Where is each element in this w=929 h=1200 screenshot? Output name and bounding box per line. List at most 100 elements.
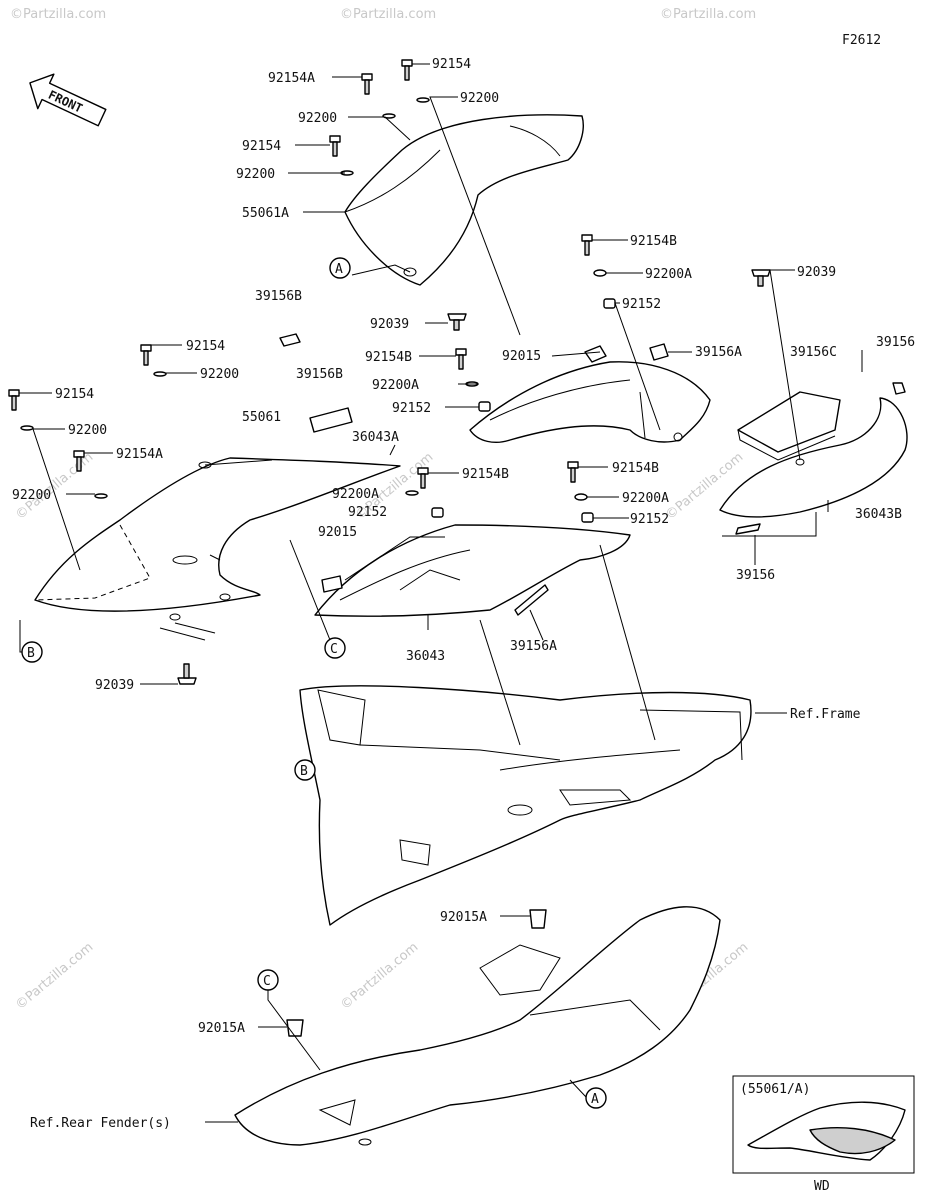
- part-label: 39156A: [510, 639, 557, 654]
- part-label: 92039: [797, 265, 836, 280]
- part-label: 92200: [298, 111, 337, 126]
- nut-icon: [603, 298, 616, 309]
- part-label: 36043B: [855, 507, 902, 522]
- watermark: ©Partzilla.com: [338, 940, 421, 1013]
- grommet-icon: [649, 343, 669, 361]
- frame: [299, 685, 752, 926]
- circle-ref-a: A: [329, 257, 351, 279]
- part-label: 92152: [630, 512, 669, 527]
- watermark: ©Partzilla.com: [13, 940, 96, 1013]
- grommet-icon: [584, 345, 607, 363]
- side-cover-55061: [34, 457, 401, 621]
- part-label: 39156B: [255, 289, 302, 304]
- part-label: 92200: [200, 367, 239, 382]
- ref-letter: B: [300, 764, 308, 779]
- part-label: 92154: [55, 387, 94, 402]
- part-label: Ref.Rear Fender(s): [30, 1116, 171, 1131]
- part-label: 39156: [736, 568, 775, 583]
- part-label: 92039: [95, 678, 134, 693]
- part-label: 39156B: [296, 367, 343, 382]
- part-label: 36043: [406, 649, 445, 664]
- part-label: 92154A: [116, 447, 163, 462]
- rivet-icon: [447, 313, 467, 331]
- part-label: 92015A: [198, 1021, 245, 1036]
- bracket-36043a: [469, 361, 711, 443]
- watermark: ©Partzilla.com: [10, 7, 106, 22]
- part-label: 92154: [186, 339, 225, 354]
- front-arrow-icon: FRONT: [29, 73, 107, 127]
- bolt-icon: [329, 135, 341, 157]
- part-label: 92200: [460, 91, 499, 106]
- part-label: 92200: [12, 488, 51, 503]
- pad-39156a: [514, 584, 549, 616]
- pad-39156b-upper: [279, 333, 301, 347]
- part-label: 92200: [236, 167, 275, 182]
- part-label: 92200A: [645, 267, 692, 282]
- part-label: 92200: [68, 423, 107, 438]
- bolt-icon: [140, 344, 152, 366]
- rear-fender: [234, 906, 721, 1146]
- ref-letter: A: [591, 1092, 599, 1107]
- part-label: 92152: [392, 401, 431, 416]
- ref-letter: A: [335, 262, 343, 277]
- bolt-icon: [401, 59, 413, 81]
- part-label: 92154: [242, 139, 281, 154]
- grommet-icon: [529, 909, 547, 929]
- part-label: 92015: [502, 349, 541, 364]
- washer-icon: [593, 269, 607, 277]
- part-label: 92154B: [630, 234, 677, 249]
- ref-letter: C: [263, 974, 271, 989]
- inset-panel: (55061/A) WD: [732, 1075, 915, 1194]
- inset-title: (55061/A): [740, 1082, 810, 1097]
- part-label: 92154B: [462, 467, 509, 482]
- nut-icon: [478, 401, 491, 412]
- inset-caption: WD: [814, 1179, 830, 1194]
- washer-icon: [94, 493, 108, 499]
- rivet-icon: [177, 663, 197, 685]
- figure-code: F2612: [842, 33, 881, 48]
- circle-ref-b: B: [21, 641, 43, 663]
- part-label: 36043A: [352, 430, 399, 445]
- clip-icon: [892, 382, 906, 395]
- watermark: ©Partzilla.com: [340, 7, 436, 22]
- part-label: 92200A: [332, 487, 379, 502]
- bracket-36043: [314, 524, 631, 617]
- rivet-icon: [751, 269, 771, 287]
- pad-39156c: [737, 391, 841, 461]
- bracket-36043b: [719, 397, 908, 518]
- part-label: 55061: [242, 410, 281, 425]
- part-label: 39156A: [695, 345, 742, 360]
- ref-letter: C: [330, 642, 338, 657]
- part-label: 92154A: [268, 71, 315, 86]
- part-label: 55061A: [242, 206, 289, 221]
- part-label: 92200A: [622, 491, 669, 506]
- part-label: 39156C: [790, 345, 837, 360]
- part-label: Ref.Frame: [790, 707, 861, 722]
- watermark: ©Partzilla.com: [13, 450, 96, 523]
- pad-39156b-lower: [309, 407, 353, 433]
- part-label: 92039: [370, 317, 409, 332]
- nut-icon: [581, 512, 594, 523]
- seat-cover-55061a: [344, 114, 584, 286]
- part-label: 92154B: [612, 461, 659, 476]
- nut-icon: [431, 507, 444, 518]
- leader-lines: [19, 63, 863, 1123]
- part-label: 92200A: [372, 378, 419, 393]
- bolt-icon: [567, 461, 579, 483]
- pad-39156: [735, 523, 761, 535]
- part-label: 39156: [876, 335, 915, 350]
- circle-ref-a: A: [585, 1087, 607, 1109]
- bolt-icon: [581, 234, 593, 256]
- washer-icon: [574, 493, 588, 501]
- part-label: 92154B: [365, 350, 412, 365]
- washer-icon: [382, 113, 396, 119]
- washer-icon: [20, 425, 34, 431]
- part-label: 92152: [348, 505, 387, 520]
- circle-ref-c: C: [324, 637, 346, 659]
- grommet-icon: [286, 1019, 304, 1037]
- bolt-icon: [73, 450, 85, 472]
- washer-icon: [153, 371, 167, 377]
- bolt-icon: [361, 73, 373, 95]
- circle-ref-b: B: [294, 759, 316, 781]
